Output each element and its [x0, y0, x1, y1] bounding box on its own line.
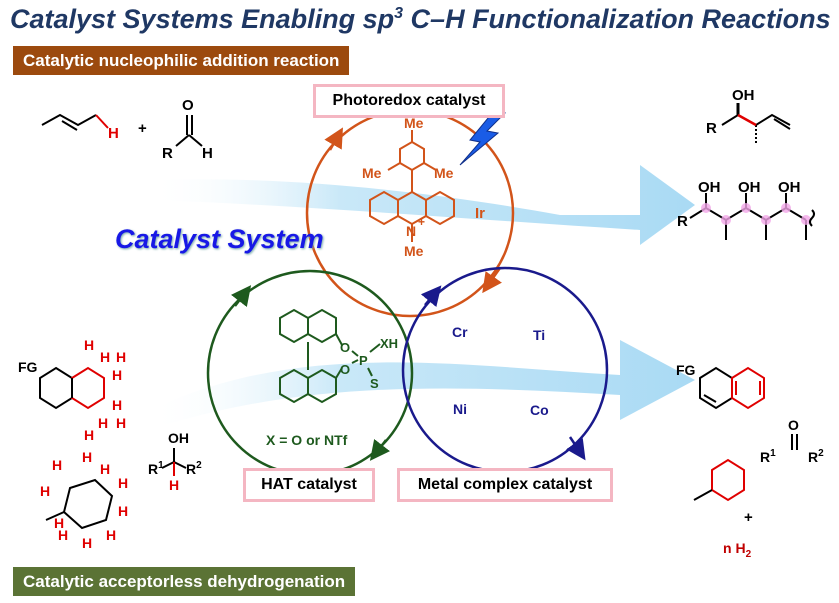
ketone-r2: R2 — [808, 448, 824, 465]
acr-me-left: Me — [362, 165, 382, 181]
prod1-r: R — [706, 120, 717, 137]
acridinium-structure — [369, 130, 455, 242]
alcohol-h: H — [169, 477, 179, 493]
poly-oh-2: OH — [738, 179, 761, 196]
tet-h-1: H — [84, 337, 94, 353]
mch-h-4: H — [118, 475, 128, 491]
prod1-red-bond — [737, 113, 757, 127]
butene-double — [61, 120, 78, 131]
acr-me-top: Me — [404, 115, 424, 131]
lower-flow-arrow — [150, 340, 695, 430]
metal-arrow-1 — [420, 285, 442, 308]
poly-r: R — [677, 213, 688, 230]
tet-h-8: H — [84, 427, 94, 443]
hat-arrow-1 — [230, 285, 252, 308]
prod1-vinyl — [773, 118, 791, 130]
alcohol-cr1 — [161, 461, 175, 469]
banner-nucleophilic-addition: Catalytic nucleophilic addition reaction — [13, 46, 350, 75]
aldehyde-cr — [175, 134, 190, 147]
binol-phosphate-structure — [279, 308, 381, 404]
metal-ni: Ni — [453, 401, 467, 417]
alcohol-oh: OH — [168, 430, 189, 446]
metal-complex-catalyst-label: Metal complex catalyst — [397, 468, 613, 502]
mch-h-10: H — [54, 515, 64, 531]
hat-o1: O — [340, 340, 350, 355]
page-title: Catalyst Systems Enabling sp3 C–H Functi… — [10, 4, 831, 34]
mch-h-6: H — [106, 527, 116, 543]
acr-me-n: Me — [404, 243, 424, 259]
aldehyde-o: O — [182, 97, 194, 114]
prod1-oh: OH — [732, 87, 755, 104]
photoredox-arrow-1 — [324, 127, 343, 151]
aldehyde-r: R — [162, 145, 173, 162]
toluene-structure — [693, 458, 745, 502]
hat-arrow-2 — [369, 438, 391, 461]
tet-h-6: H — [116, 415, 126, 431]
alcohol-cr2 — [173, 461, 187, 469]
mch-h-7: H — [82, 535, 92, 551]
aldehyde-ch — [188, 134, 203, 147]
poly-oh-3: OH — [778, 179, 801, 196]
ketone-o: O — [788, 417, 799, 433]
metal-co: Co — [530, 402, 549, 418]
hat-catalyst-label: HAT catalyst — [243, 468, 375, 502]
hat-s: S — [370, 376, 379, 391]
acr-n-charge: + — [418, 215, 425, 229]
polyketide-skeleton — [689, 193, 815, 240]
naphthalene-structure — [699, 366, 765, 410]
h2-label: n H2 — [723, 540, 752, 560]
hat-condition: X = O or NTf — [266, 432, 348, 448]
aldehyde-h: H — [202, 145, 213, 162]
hat-o2: O — [340, 362, 350, 377]
fg-left: FG — [18, 359, 38, 375]
mch-h-2: H — [82, 449, 92, 465]
catalyst-system-label: Catalyst System — [115, 224, 324, 254]
tetralin-structure — [39, 366, 105, 410]
photoredox-catalyst-label: Photoredox catalyst — [313, 84, 505, 118]
tet-h-4: H — [112, 367, 122, 383]
butene-skeleton — [41, 113, 97, 127]
metal-arrow-2 — [566, 436, 586, 461]
tet-h-2: H — [100, 349, 110, 365]
tet-h-5: H — [112, 397, 122, 413]
acr-n: N — [406, 223, 416, 239]
mch-h-5: H — [118, 503, 128, 519]
poly-oh-1: OH — [698, 179, 721, 196]
alcohol-r1: R1 — [148, 460, 164, 477]
butene-ch-bond — [95, 114, 109, 129]
metal-ti: Ti — [533, 327, 545, 343]
mch-h-8: H — [58, 527, 68, 543]
butene-h: H — [108, 125, 119, 142]
metal-cr: Cr — [452, 324, 468, 340]
banner-acceptorless-dehydrogenation: Catalytic acceptorless dehydrogenation — [13, 567, 356, 596]
ketone-r1: R1 — [760, 448, 776, 465]
tet-h-3: H — [116, 349, 126, 365]
mch-h-9: H — [40, 483, 50, 499]
hat-p: P — [359, 353, 368, 368]
light-icon — [459, 111, 507, 166]
fg-right: FG — [676, 362, 696, 378]
plus-1: + — [138, 120, 147, 137]
alcohol-r2: R2 — [186, 460, 202, 477]
photoredox-arrow-2 — [482, 267, 502, 294]
upper-flow-arrow — [150, 165, 695, 245]
hat-xh: XH — [380, 336, 398, 351]
mch-h-1: H — [52, 457, 62, 473]
tet-h-7: H — [98, 415, 108, 431]
mch-h-3: H — [100, 461, 110, 477]
plus-2: + — [744, 509, 753, 526]
ir-label: Ir — [475, 205, 485, 222]
methylcyclohexane-structure — [45, 478, 114, 530]
acr-me-right: Me — [434, 165, 454, 181]
